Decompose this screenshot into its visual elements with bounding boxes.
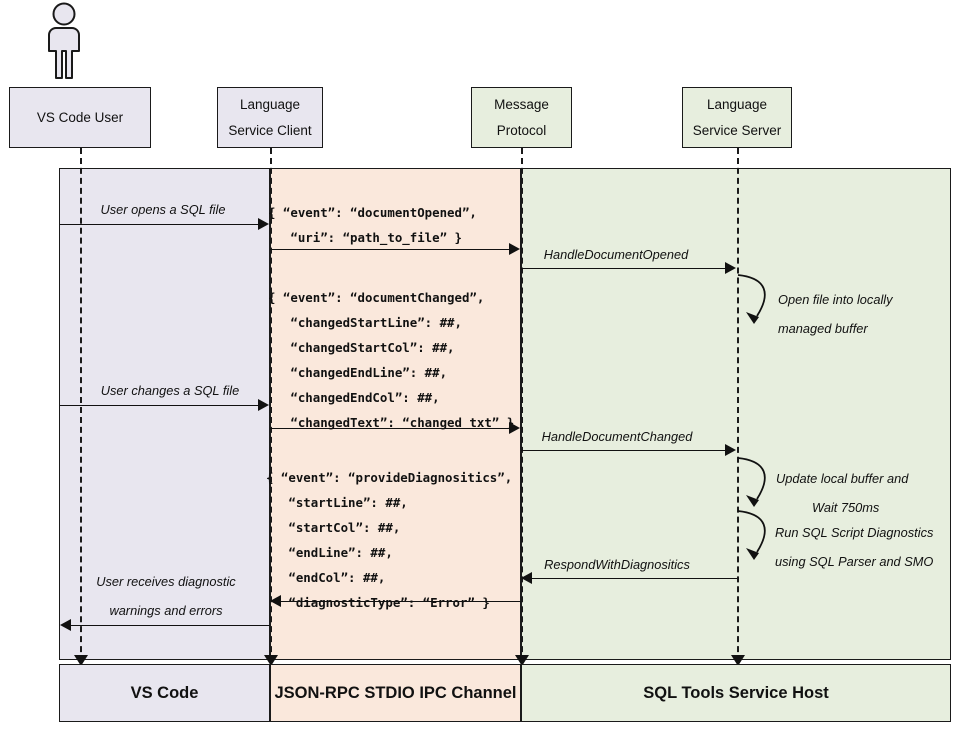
label-user-receives-diagnostics-1: User receives diagnostic <box>96 574 236 589</box>
footer-label-service-host: SQL Tools Service Host <box>643 683 829 702</box>
label-update-buffer-wait-1: Update local buffer and <box>776 471 909 486</box>
lifeline-language-service-server <box>737 148 739 672</box>
lifeline-box-language-service-client: Language Service Client <box>217 87 323 148</box>
label-open-file-buffer-2: managed buffer <box>778 321 868 336</box>
arrowhead-user-receives-diagnostics <box>60 619 71 631</box>
arrow-protocol-to-client-diagnostics <box>280 601 521 602</box>
label-run-diagnostics-2: using SQL Parser and SMO <box>775 554 934 569</box>
footer-service-host: SQL Tools Service Host <box>521 664 951 722</box>
lifeline-label-message-protocol-1: Message <box>494 96 549 112</box>
payload-provide-diagnostics: { “event”: “provideDiagnositics”, “start… <box>266 470 513 610</box>
arrowhead-user-changes-file <box>258 399 269 411</box>
footer-label-vs-code: VS Code <box>130 683 199 702</box>
payload-document-opened: { “event”: “documentOpened”, “uri”: “pat… <box>268 205 477 245</box>
arrow-user-receives-diagnostics <box>70 625 270 626</box>
payload-document-changed: { “event”: “documentChanged”, “changedSt… <box>268 290 515 430</box>
arrowhead-user-opens-file <box>258 218 269 230</box>
lifeline-language-service-client <box>270 148 272 672</box>
arrow-client-to-protocol-opened <box>270 249 511 250</box>
arrowhead-lifeline-end-protocol <box>515 655 529 666</box>
arrow-client-to-protocol-changed <box>270 428 511 429</box>
self-call-open-file-buffer <box>737 272 781 328</box>
label-respond-with-diagnostics: RespondWithDiagnositics <box>544 557 690 572</box>
arrowhead-handle-document-opened <box>725 262 736 274</box>
label-open-file-buffer-1: Open file into locally <box>778 292 893 307</box>
arrowhead-lifeline-end-user <box>74 655 88 666</box>
vs-code-user-actor <box>35 2 93 80</box>
label-handle-document-changed: HandleDocumentChanged <box>541 429 693 444</box>
band-vs-code <box>59 168 270 660</box>
label-user-opens-file: User opens a SQL file <box>100 202 226 217</box>
self-call-run-diagnostics <box>737 508 781 564</box>
lifeline-vs-code-user <box>80 148 82 672</box>
footer-vs-code: VS Code <box>59 664 270 722</box>
lifeline-label-language-service-client-1: Language <box>239 96 301 112</box>
arrowhead-lifeline-end-server <box>731 655 745 666</box>
band-service-host <box>521 168 951 660</box>
band-ipc-channel <box>270 168 521 660</box>
arrow-user-changes-file <box>60 405 260 406</box>
arrowhead-protocol-to-client-diagnostics <box>270 595 281 607</box>
lifeline-message-protocol <box>521 148 523 672</box>
self-call-update-buffer-wait <box>737 455 781 511</box>
arrow-handle-document-opened <box>521 268 727 269</box>
arrow-user-opens-file <box>60 224 260 225</box>
arrow-handle-document-changed <box>521 450 727 451</box>
arrowhead-client-to-protocol-changed <box>509 422 520 434</box>
label-handle-document-opened: HandleDocumentOpened <box>543 247 689 262</box>
lifeline-label-language-service-server-2: Service Server <box>692 122 782 138</box>
arrowhead-lifeline-end-client <box>264 655 278 666</box>
lifeline-label-language-service-server-1: Language <box>706 96 768 112</box>
arrowhead-client-to-protocol-opened <box>509 243 520 255</box>
label-run-diagnostics-1: Run SQL Script Diagnostics <box>775 525 934 540</box>
arrow-respond-with-diagnostics <box>531 578 737 579</box>
lifeline-box-vs-code-user: VS Code User <box>9 87 151 148</box>
label-update-buffer-wait-2: Wait 750ms <box>812 500 880 515</box>
footer-label-ipc-channel: JSON-RPC STDIO IPC Channel <box>274 683 517 702</box>
arrowhead-respond-with-diagnostics <box>521 572 532 584</box>
lifeline-label-language-service-client-2: Service Client <box>228 122 312 138</box>
lifeline-label-message-protocol-2: Protocol <box>496 122 547 138</box>
lifeline-box-language-service-server: Language Service Server <box>682 87 792 148</box>
footer-ipc-channel: JSON-RPC STDIO IPC Channel <box>270 664 521 722</box>
lifeline-label-vs-code-user: VS Code User <box>36 109 124 125</box>
lifeline-box-message-protocol: Message Protocol <box>471 87 572 148</box>
arrowhead-handle-document-changed <box>725 444 736 456</box>
label-user-changes-file: User changes a SQL file <box>100 383 240 398</box>
label-user-receives-diagnostics-2: warnings and errors <box>109 603 223 618</box>
